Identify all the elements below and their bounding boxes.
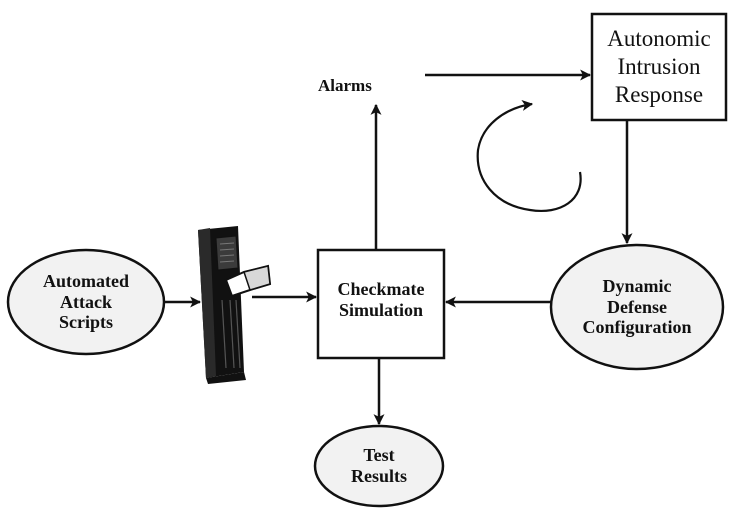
cycle-arrow-icon bbox=[476, 100, 582, 213]
dynamic-defense-line-1: Dynamic bbox=[602, 275, 672, 296]
firewall-tower-icon bbox=[198, 226, 272, 384]
alarms-label: Alarms bbox=[318, 76, 372, 95]
dynamic-defense-line-2: Defense bbox=[607, 296, 667, 317]
checkmate-line-2: Simulation bbox=[338, 300, 424, 320]
attack-scripts-label: Automated Attack Scripts bbox=[8, 250, 164, 354]
dynamic-defense-label: Dynamic Defense Configuration bbox=[551, 245, 723, 369]
checkmate-box bbox=[316, 248, 446, 360]
airs-line-3: Response bbox=[614, 82, 704, 108]
attack-scripts-line-1: Automated bbox=[43, 270, 129, 291]
attack-scripts-line-3: Scripts bbox=[59, 312, 113, 333]
test-results-line-2: Results bbox=[350, 466, 407, 486]
airs-line-1: Autonomic bbox=[607, 25, 711, 51]
checkmate-line-1: Checkmate bbox=[337, 279, 425, 300]
test-results-ellipse bbox=[313, 424, 445, 508]
test-results-line-1: Test bbox=[363, 445, 395, 466]
dynamic-defense-line-3: Configuration bbox=[582, 317, 692, 338]
airs-label: Autonomic Intrusion Response bbox=[592, 14, 726, 120]
dynamic-defense-ellipse bbox=[549, 243, 725, 371]
attack-scripts-line-2: Attack bbox=[60, 291, 112, 312]
checkmate-label: Checkmate Simulation bbox=[318, 250, 444, 350]
test-results-label: Test Results bbox=[315, 426, 443, 506]
airs-line-2: Intrusion bbox=[617, 53, 701, 79]
airs-box bbox=[590, 12, 728, 122]
